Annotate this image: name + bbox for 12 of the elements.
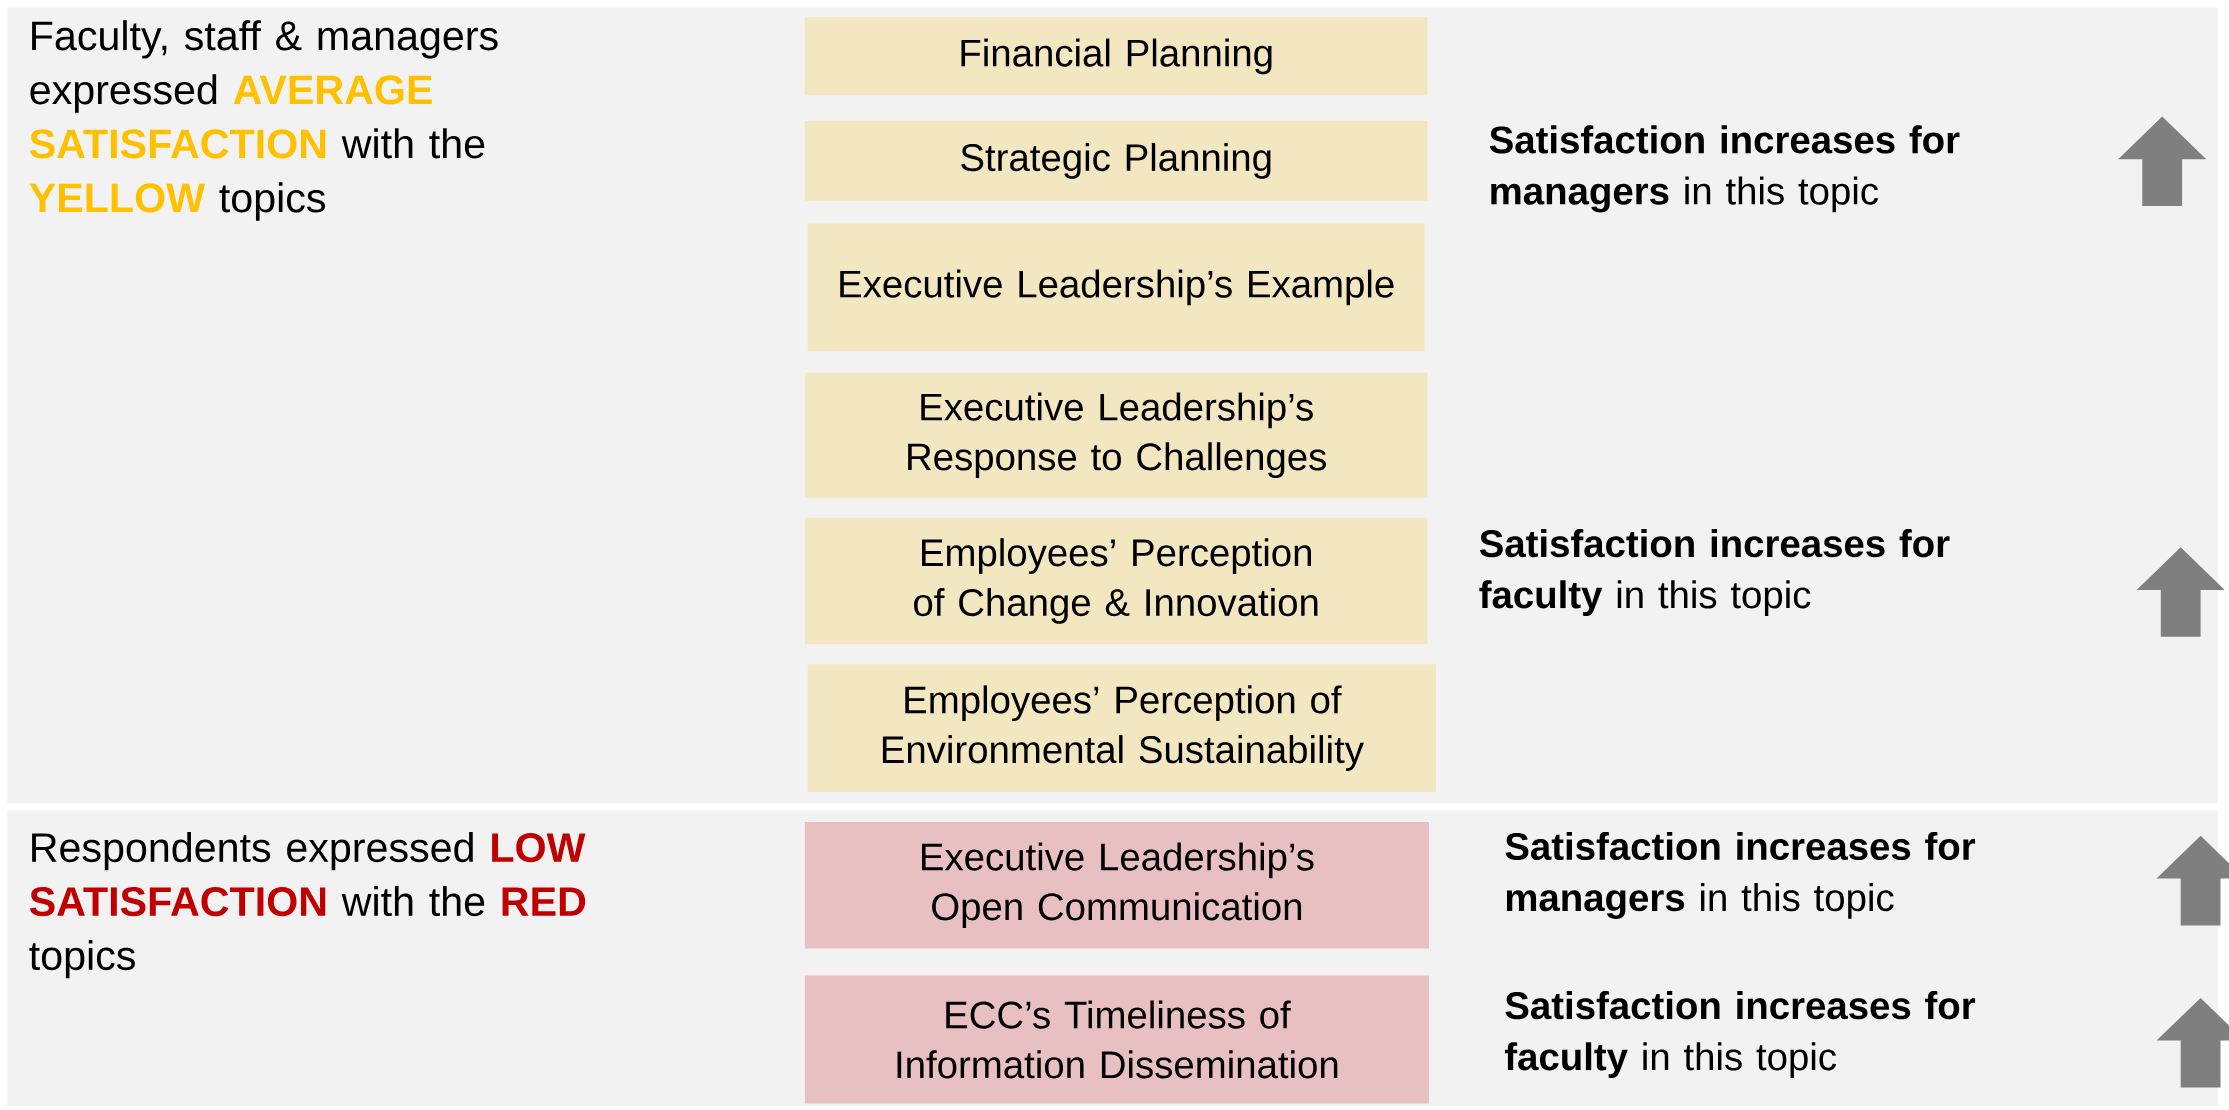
- topic-box: Executive Leadership’s Example: [807, 223, 1425, 352]
- topic-box: Employees’ Perception of Change & Innovation: [804, 517, 1428, 645]
- topic-box: Executive Leadership’s Open Communication: [804, 821, 1429, 949]
- topic-box: Strategic Planning: [804, 121, 1428, 201]
- topic-box: Executive Leadership’s Response to Challenges: [804, 372, 1428, 498]
- note-text: Satisfaction increases for managers in this topic: [1489, 125, 1960, 213]
- note-text: Satisfaction increases for faculty in this topic: [1479, 529, 1950, 616]
- topic-box: Employees’ Perception of Environmental Sustainability: [807, 664, 1437, 792]
- topic-box: Financial Planning: [804, 17, 1428, 96]
- note-text: Satisfaction increases for faculty in this topic: [1504, 991, 1976, 1078]
- note-text: Satisfaction increases for managers in this topic: [1505, 831, 1976, 919]
- topic-box: ECC’s Timeliness of Information Dissemination: [804, 975, 1429, 1104]
